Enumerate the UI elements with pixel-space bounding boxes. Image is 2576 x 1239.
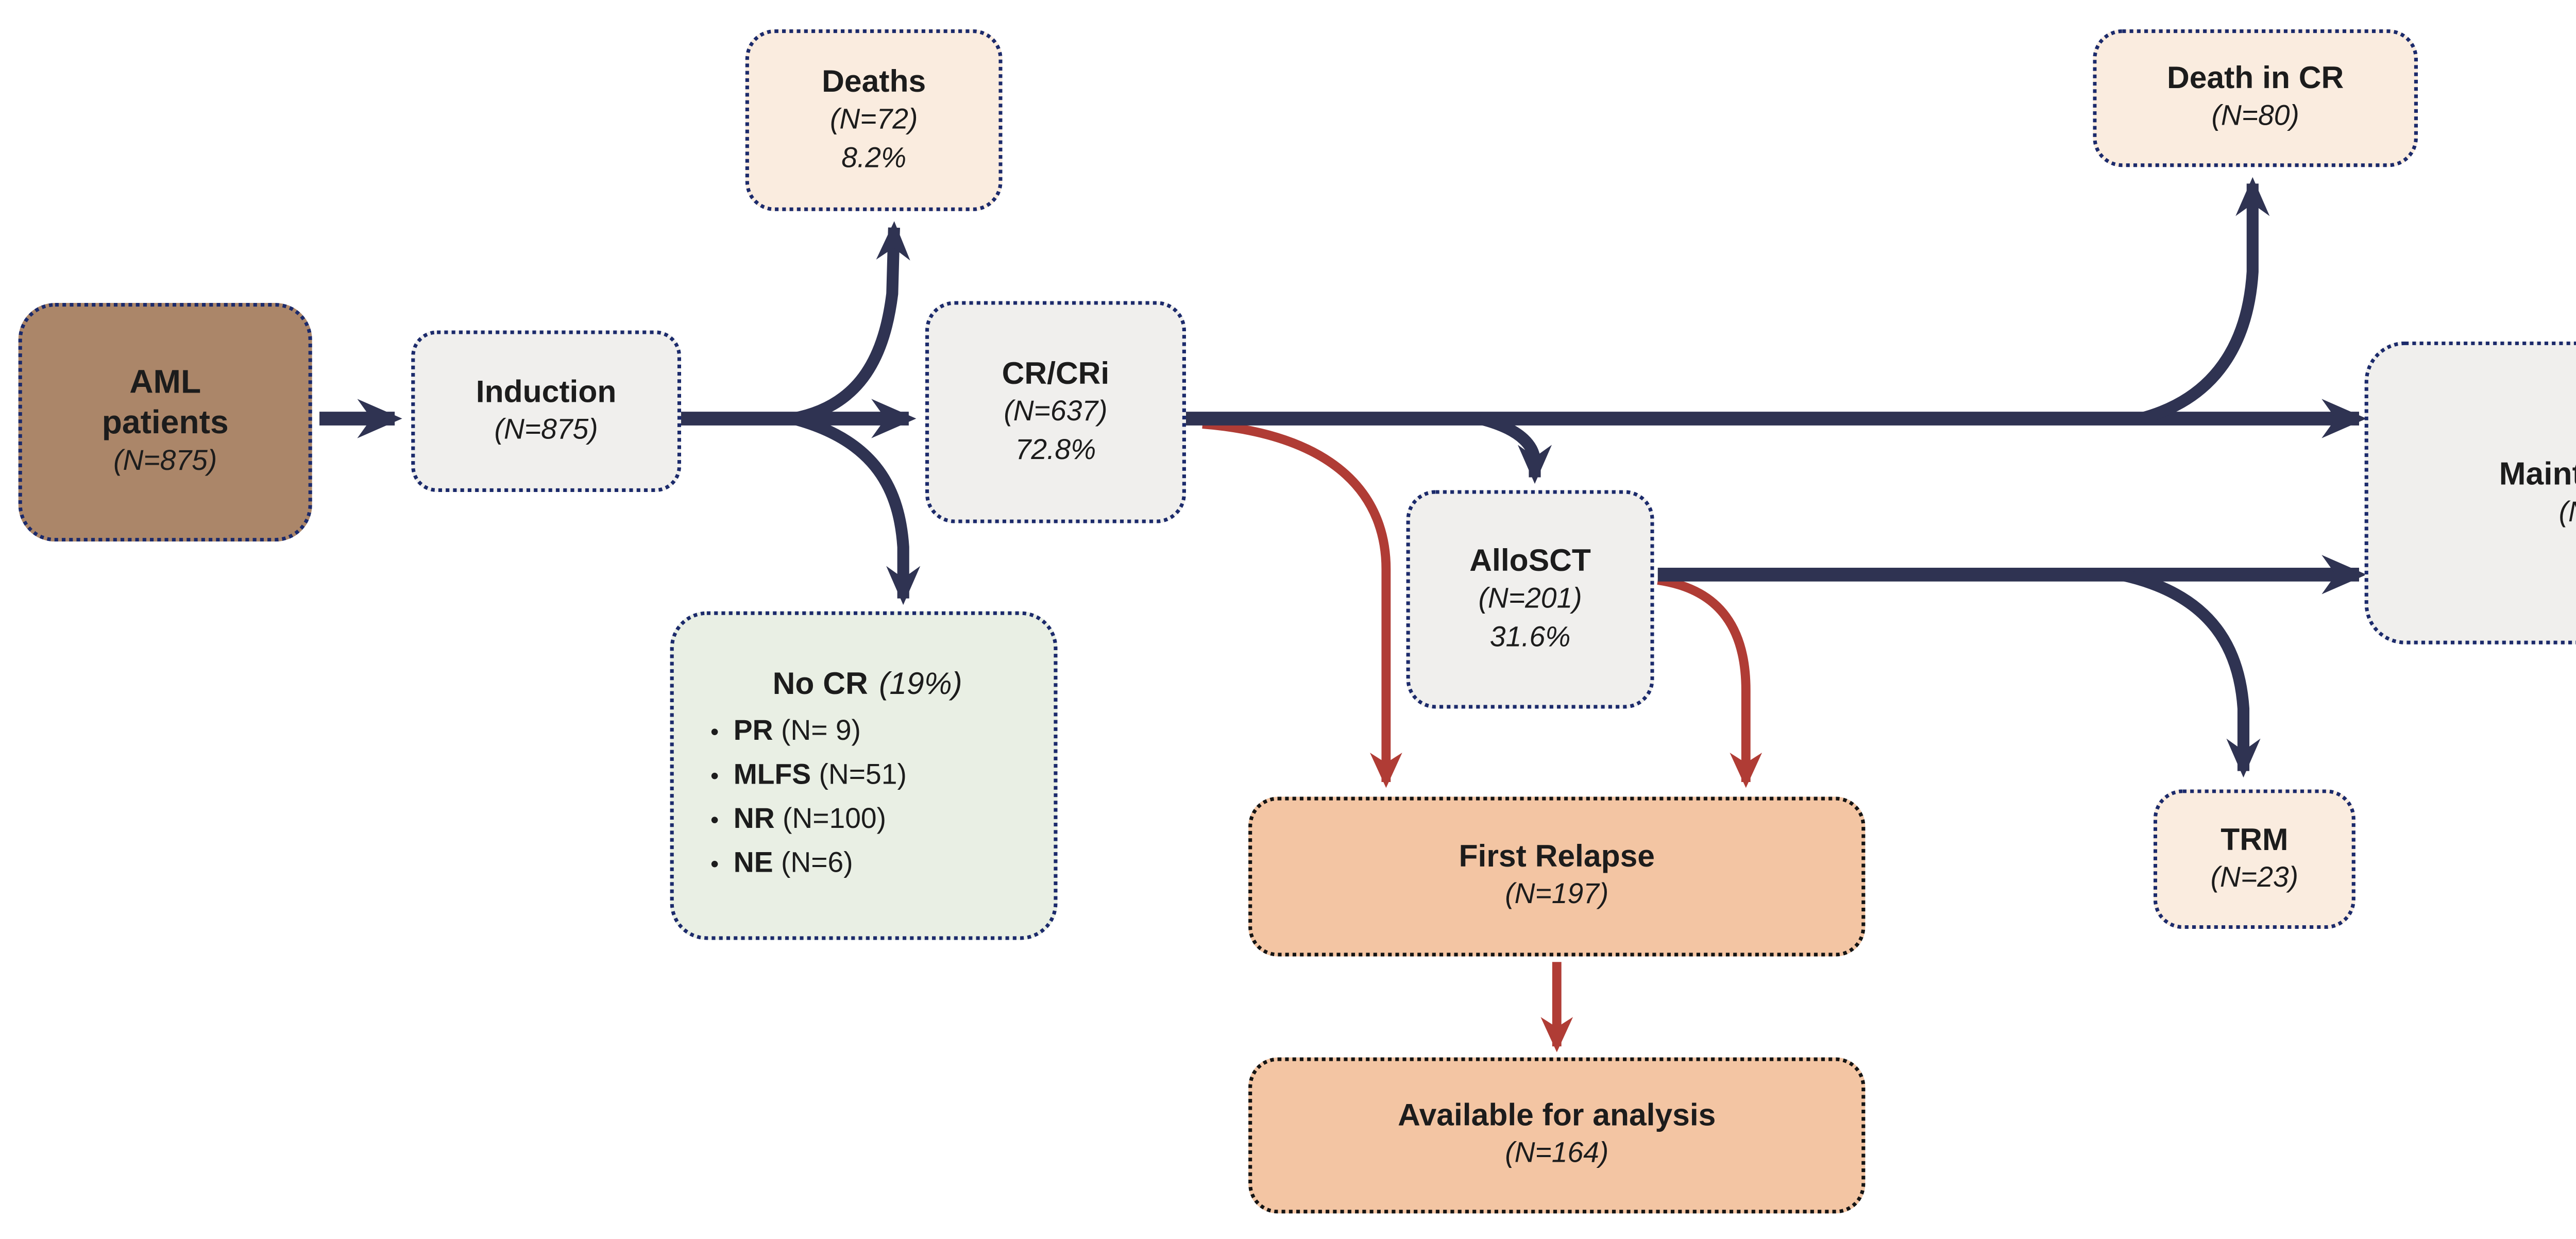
node-title: TRM xyxy=(2221,822,2289,857)
node-title: Available for analysis xyxy=(1398,1098,1716,1133)
bullet-icon: • xyxy=(710,718,719,745)
node-count: (N=164) xyxy=(1505,1139,1609,1170)
node-title: Maintained CR xyxy=(2499,455,2576,493)
item-label: NR xyxy=(733,804,775,836)
node-count: (N=197) xyxy=(1505,880,1609,912)
item-label: NE xyxy=(733,848,773,880)
node-available-for-analysis: Available for analysis (N=164) xyxy=(1248,1057,1866,1214)
arrow-induction-to-deaths xyxy=(792,221,910,425)
node-count: (N=80) xyxy=(2211,101,2299,133)
list-item: • NE (N=6) xyxy=(710,843,907,887)
bullet-icon: • xyxy=(710,806,719,834)
item-label: MLFS xyxy=(733,760,811,791)
node-no-cr: No CR (19%) • PR (N= 9) • MLFS (N=51) • … xyxy=(670,611,1058,940)
node-title: AlloSCT xyxy=(1469,544,1591,579)
no-cr-list: • PR (N= 9) • MLFS (N=51) • NR (N=100) •… xyxy=(710,710,907,887)
node-title: First Relapse xyxy=(1459,839,1655,875)
node-aml-patients: AML patients (N=875) xyxy=(18,302,312,542)
arrow-branch-to-death-in-cr xyxy=(2139,177,2270,425)
node-title: Induction xyxy=(476,374,617,410)
node-title: Deaths xyxy=(822,64,926,100)
item-label: PR xyxy=(733,716,773,748)
node-percent: 72.8% xyxy=(1015,434,1096,466)
node-count: (N=875) xyxy=(113,445,217,477)
arrow-crcri-to-first-relapse xyxy=(1202,419,1402,788)
item-count: (N=6) xyxy=(781,848,853,880)
node-title: Death in CR xyxy=(2166,61,2344,96)
arrow-branch-to-allosct xyxy=(1478,413,1552,484)
node-count: (N=201) xyxy=(1478,584,1582,616)
node-count: (N=23) xyxy=(2210,862,2299,894)
arrow-allosct-to-first-relapse xyxy=(1657,575,1762,788)
node-death-in-cr: Death in CR (N=80) xyxy=(2093,29,2418,167)
item-count: (N=51) xyxy=(819,760,907,791)
list-item: • NR (N=100) xyxy=(710,799,907,843)
list-item: • PR (N= 9) xyxy=(710,710,907,755)
bullet-icon: • xyxy=(710,850,719,878)
list-item: • MLFS (N=51) xyxy=(710,755,907,799)
node-count: (N=337) xyxy=(2558,497,2576,529)
node-count: (N=72) xyxy=(829,105,918,137)
no-cr-label: No CR xyxy=(772,666,868,701)
node-count: (N=875) xyxy=(494,415,598,446)
node-allosct: AlloSCT (N=201) 31.6% xyxy=(1406,490,1654,709)
node-percent: 31.6% xyxy=(1489,621,1571,653)
item-count: (N= 9) xyxy=(781,716,861,748)
node-maintained-cr: Maintained CR (N=337) xyxy=(2364,341,2576,644)
node-title: No CR (19%) xyxy=(773,665,962,705)
node-induction: Induction (N=875) xyxy=(411,330,682,492)
node-title: AML patients xyxy=(101,364,229,440)
item-count: (N=100) xyxy=(782,804,887,836)
arrow-induction-to-no-cr xyxy=(791,413,921,605)
node-first-relapse: First Relapse (N=197) xyxy=(1248,796,1866,957)
bullet-icon: • xyxy=(710,761,719,790)
no-cr-percent: (19%) xyxy=(879,666,962,701)
node-percent: 8.2% xyxy=(841,142,907,174)
node-count: (N=637) xyxy=(1004,397,1108,429)
node-cr-cri: CR/CRi (N=637) 72.8% xyxy=(925,301,1186,523)
arrow-branch-to-trm xyxy=(2119,569,2261,778)
node-deaths: Deaths (N=72) 8.2% xyxy=(745,29,1003,211)
node-title: CR/CRi xyxy=(1002,357,1110,392)
node-trm: TRM (N=23) xyxy=(2153,789,2355,929)
